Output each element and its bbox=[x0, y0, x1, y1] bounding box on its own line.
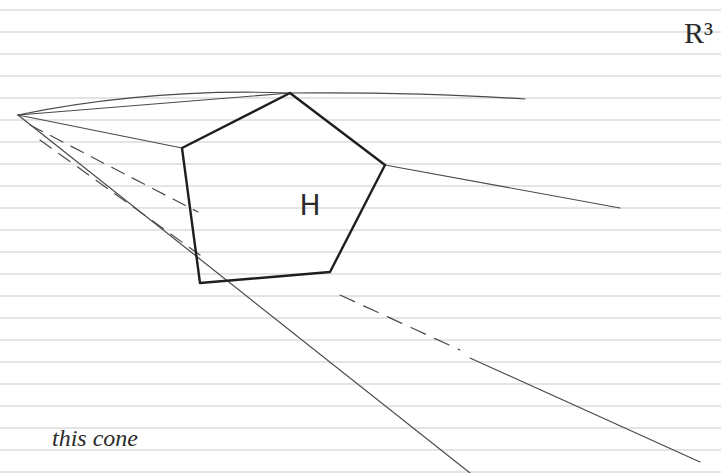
cone-ray bbox=[18, 93, 290, 115]
hidden-ray bbox=[30, 125, 198, 212]
space-label: R³ bbox=[684, 16, 713, 50]
cone-ray bbox=[470, 358, 700, 462]
cone-ray bbox=[385, 165, 620, 208]
hidden-ray bbox=[40, 140, 200, 255]
ruled-lines bbox=[0, 10, 721, 472]
cone-ray bbox=[18, 115, 470, 473]
note-text: this cone bbox=[52, 425, 138, 452]
pentagon-section: H bbox=[180, 90, 387, 285]
pentagon-outline bbox=[180, 90, 387, 285]
hidden-ray bbox=[340, 295, 460, 350]
section-label: H bbox=[299, 189, 320, 222]
cone-illustration bbox=[18, 92, 700, 473]
